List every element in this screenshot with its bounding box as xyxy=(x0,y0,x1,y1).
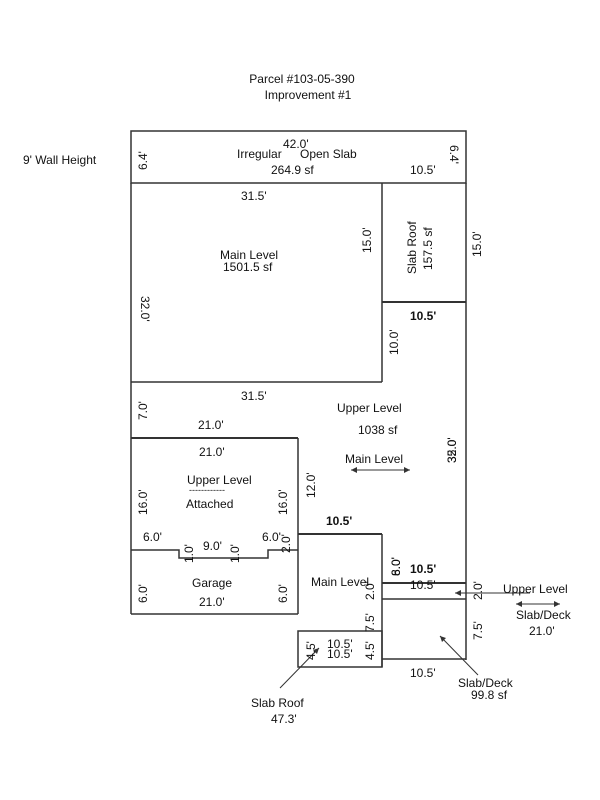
slab-deck-label: Slab/Deck xyxy=(458,676,513,690)
garage-upper-name: Upper Level xyxy=(187,473,252,487)
slab-deck-area: 99.8 sf xyxy=(471,688,508,702)
slab-roof-bottom-dim: 10.5' xyxy=(410,309,437,323)
open-slab-name-b: Open Slab xyxy=(300,147,357,161)
arrowhead-pointer xyxy=(313,648,319,654)
upper-step-dim: 21.0' xyxy=(198,418,224,432)
upper-level-label: Upper Level xyxy=(337,401,402,415)
deck-top-dim-b: 10.5' xyxy=(410,578,436,592)
deck-bottom-dim: 10.5' xyxy=(410,666,436,680)
main-bottom-dim: 31.5' xyxy=(241,389,267,403)
slab-deck-pointer xyxy=(439,635,479,676)
garage-left-dim: 6.0' xyxy=(136,584,150,603)
deck-top-dim-a: 10.5' xyxy=(410,562,437,576)
main-small-inner-dim: 2.0' xyxy=(363,581,377,600)
garage-upper-divider: ------------ xyxy=(189,485,225,495)
open-slab-inner-dim: 10.5' xyxy=(410,163,436,177)
open-slab-name-a: Irregular xyxy=(237,147,282,161)
open-slab-right-dim: 6.4' xyxy=(447,145,461,164)
main-top-dim: 31.5' xyxy=(241,189,267,203)
open-slab-area: 264.9 sf xyxy=(271,163,314,177)
arrowhead-right xyxy=(404,467,410,473)
main-level-label: Main Level xyxy=(345,452,404,466)
main-right-dim: 15.0' xyxy=(360,227,374,253)
main-level-area: 1501.5 sf xyxy=(223,260,273,274)
wall-height-label: 9' Wall Height xyxy=(23,153,97,167)
upper-inner-dim: 12.0' xyxy=(304,472,318,498)
upper-level-area: 1038 sf xyxy=(358,423,398,437)
garage-side-small-dim: 2.0' xyxy=(279,534,293,553)
upper-left-dim: 7.0' xyxy=(136,401,150,420)
garage-seg-left-dim: 6.0' xyxy=(143,530,162,544)
callout-slab-deck: Slab/Deck xyxy=(516,608,571,622)
arrowhead-left xyxy=(516,601,522,607)
garage-width-dim: 21.0' xyxy=(199,595,225,609)
slab-roof-callout-dim: 47.3' xyxy=(271,712,297,726)
arrowhead-right xyxy=(554,601,560,607)
garage-upper-top-dim: 21.0' xyxy=(199,445,225,459)
upper-right-dim-b: 35.0' xyxy=(445,437,459,463)
garage-notch-dim: 9.0' xyxy=(203,539,222,553)
parcel-number: Parcel #103-05-390 xyxy=(249,72,355,86)
slab-roof-small-width-a: 10.5' xyxy=(327,637,353,651)
slab-roof-small-left-dim: 4.5' xyxy=(304,641,318,660)
open-slab-left-dim: 6.4' xyxy=(136,151,150,170)
garage-notch-line xyxy=(131,549,298,559)
garage-notch-right-dim: 1.0' xyxy=(228,544,242,563)
deck-right-dim-b: 7.5' xyxy=(471,621,485,640)
callout-upper-level: Upper Level xyxy=(503,582,568,596)
garage-upper-right-dim: 16.0' xyxy=(276,489,290,515)
slab-roof-small-width-b: 10.5' xyxy=(327,647,353,661)
main-right-lower-dim: 10.0' xyxy=(387,329,401,355)
main-left-dim: 32.0' xyxy=(138,296,152,322)
upper-bottom-dim: 10.5' xyxy=(326,514,353,528)
garage-name: Garage xyxy=(192,576,233,590)
garage-right-dim: 6.0' xyxy=(276,584,290,603)
slab-roof-right-dim: 15.0' xyxy=(470,231,484,257)
garage-notch-left-dim: 1.0' xyxy=(182,544,196,563)
main-small-name: Main Level xyxy=(311,575,370,589)
deck-right-dim-a: 2.0' xyxy=(471,581,485,600)
slab-roof-pointer xyxy=(279,647,320,689)
garage-upper-left-dim: 16.0' xyxy=(136,489,150,515)
main-small-low-dim: 7.5' xyxy=(363,613,377,632)
callout-slab-deck-dim: 21.0' xyxy=(529,624,555,638)
arrowhead-pointer xyxy=(455,590,461,596)
garage-upper-attached: Attached xyxy=(186,497,234,511)
main-small-low-dim-b: 4.5' xyxy=(363,641,377,660)
open-slab-outline xyxy=(130,130,467,184)
open-slab-top-dim: 42.0' xyxy=(283,137,309,151)
main-small-right-dim-b: 6.0' xyxy=(389,557,403,576)
garage-seg-right-dim: 6.0' xyxy=(262,530,281,544)
slab-roof-callout-label: Slab Roof xyxy=(251,696,304,710)
main-level-name: Main Level xyxy=(220,248,279,262)
improvement-label: Improvement #1 xyxy=(264,88,352,102)
arrowhead-left xyxy=(351,467,357,473)
slab-roof-small-outline xyxy=(297,630,383,668)
slab-roof-area: 157.5 sf xyxy=(421,227,435,270)
slab-roof-name: Slab Roof xyxy=(405,221,419,274)
arrowhead-pointer xyxy=(440,636,446,642)
